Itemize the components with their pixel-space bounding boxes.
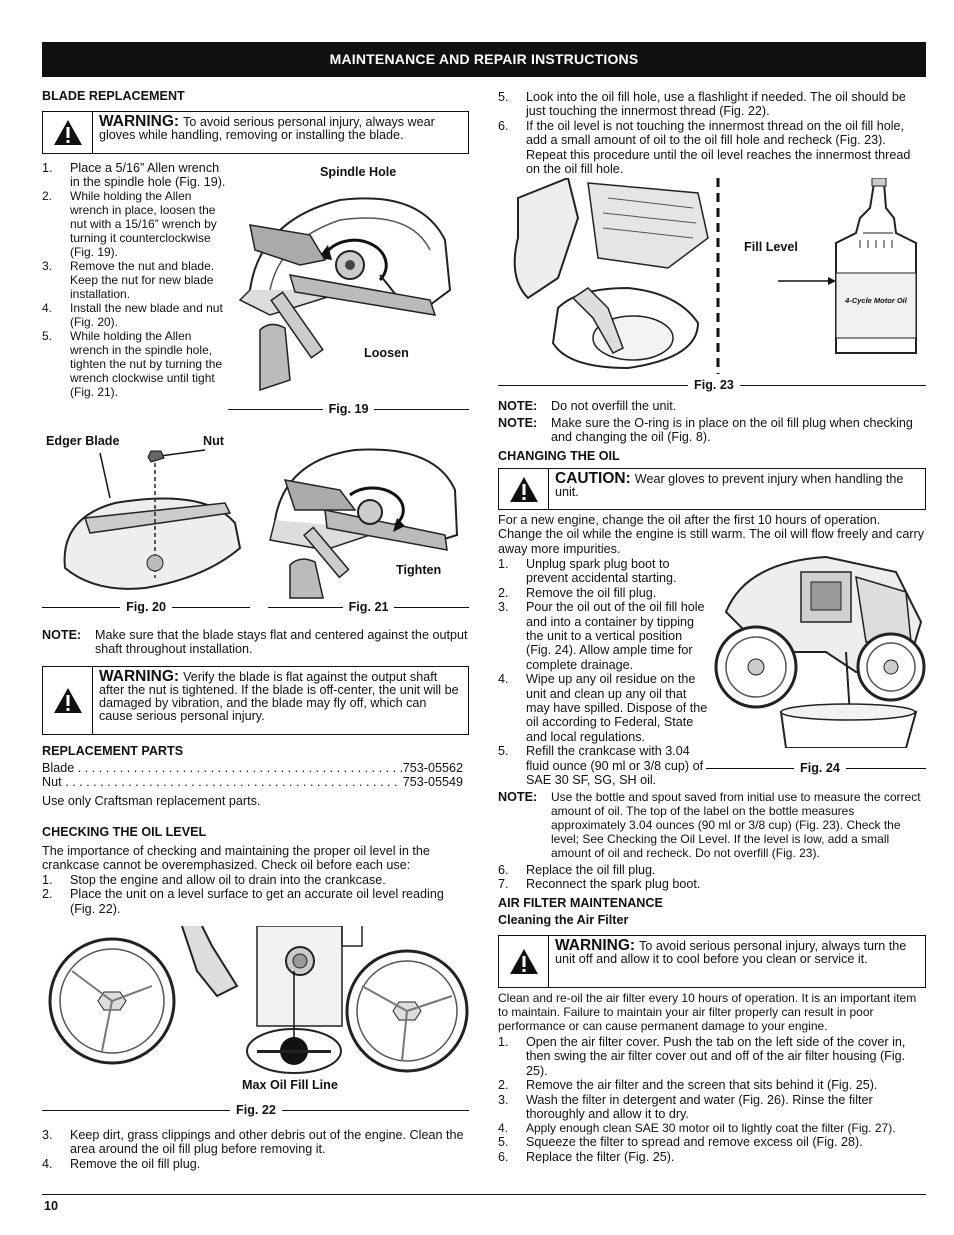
fig20-blade-illustration: [63, 449, 242, 590]
warning-icon: [43, 667, 93, 734]
oil-bottle-label: 4-Cycle Motor Oil: [845, 296, 907, 305]
warning-text: WARNING:To avoid serious personal injury…: [555, 937, 907, 966]
list-item: 3.Remove the nut and blade. Keep the nut…: [42, 259, 215, 301]
note-do-not-overfill: NOTE:Do not overfill the unit.: [498, 399, 677, 413]
footer-rule: [42, 1194, 926, 1195]
fig22-engine-illustration: [48, 926, 469, 1074]
max-oil-fill-label: Max Oil Fill Line: [242, 1078, 338, 1092]
warning-icon: [43, 112, 93, 153]
parts-list: Blade . . . . . . . . . . . . . . . . . …: [42, 761, 463, 790]
fig23-caption-row: Fig. 23: [498, 378, 926, 392]
list-item: 5.Look into the oil fill hole, use a fla…: [498, 90, 906, 119]
list-item: 6.If the oil level is not touching the i…: [498, 118, 911, 177]
blade-steps-list: 1.Place a 5/16” Allen wrench in the spin…: [42, 161, 232, 399]
warning-box-air-filter: WARNING:To avoid serious personal injury…: [498, 935, 926, 988]
list-item: 2.Remove the air filter and the screen t…: [498, 1078, 878, 1093]
note-bottle-measure: NOTE:Use the bottle and spout saved from…: [498, 790, 921, 860]
list-item: 1.Open the air filter cover. Push the ta…: [498, 1035, 906, 1078]
list-item: 4.Apply enough clean SAE 30 motor oil to…: [498, 1121, 896, 1136]
oil-steps-list-b: 3.Keep dirt, grass clippings and other d…: [42, 1128, 469, 1171]
change-oil-intro: For a new engine, change the oil after t…: [498, 513, 925, 556]
nut-label: Nut: [203, 434, 224, 448]
fig21-caption-row: Fig. 21: [268, 600, 470, 614]
changing-oil-heading: CHANGING THE OIL: [498, 449, 620, 463]
fig24-drain-oil-illustration: [714, 555, 926, 748]
note-blade-centered: NOTE:Make sure that the blade stays flat…: [42, 628, 468, 657]
change-oil-steps-b: 6.Replace the oil fill plug. 7.Reconnect…: [498, 863, 926, 892]
list-item: 3.Wash the filter in detergent and water…: [498, 1092, 873, 1122]
warning-box-blade: WARNING:To avoid serious personal injury…: [42, 111, 469, 154]
list-item: 1.Place a 5/16” Allen wrench in the spin…: [42, 161, 226, 189]
fig23-caption: Fig. 23: [694, 378, 734, 392]
fig19-caption-row: Fig. 19: [228, 402, 470, 416]
air-filter-heading: AIR FILTER MAINTENANCE: [498, 896, 663, 910]
caution-text: CAUTION:Wear gloves to prevent injury wh…: [555, 470, 904, 499]
list-item: 1.Unplug spark plug boot to prevent acci…: [498, 557, 677, 586]
list-item: Blade . . . . . . . . . . . . . . . . . …: [42, 761, 463, 775]
list-item: 6.Replace the oil fill plug.: [498, 863, 656, 877]
list-item: 4.Wipe up any oil residue on the unit an…: [498, 672, 708, 744]
list-item: 3.Pour the oil out of the oil fill hole …: [498, 600, 705, 672]
note-o-ring: NOTE:Make sure the O-ring is in place on…: [498, 416, 913, 445]
fig20-caption: Fig. 20: [126, 600, 166, 614]
fig24-caption: Fig. 24: [800, 761, 840, 775]
list-item: 4.Remove the oil fill plug.: [42, 1156, 201, 1171]
fig23-oil-fill-illustration: [513, 178, 917, 374]
list-item: 5.Squeeze the filter to spread and remov…: [498, 1135, 863, 1150]
fill-level-label: Fill Level: [744, 240, 798, 254]
list-item: 3.Keep dirt, grass clippings and other d…: [42, 1128, 464, 1157]
warning-icon: [499, 469, 549, 509]
parts-note: Use only Craftsman replacement parts.: [42, 794, 261, 808]
warning-box-verify: WARNING:Verify the blade is flat against…: [42, 666, 469, 735]
fig21-blade-illustration: [269, 448, 459, 599]
fig22-caption-row: Fig. 22: [42, 1103, 469, 1117]
oil-steps-list-c: 5.Look into the oil fill hole, use a fla…: [498, 90, 926, 176]
change-oil-steps: 1.Unplug spark plug boot to prevent acci…: [498, 557, 708, 788]
list-item: 2.Place the unit on a level surface to g…: [42, 887, 444, 916]
list-item: 2.Remove the oil fill plug.: [498, 585, 657, 600]
page-number: 10: [44, 1199, 59, 1213]
fig19-blade-illustration: [238, 197, 452, 392]
oil-steps-list: 1.Stop the engine and allow oil to drain…: [42, 873, 469, 916]
air-filter-subheading: Cleaning the Air Filter: [498, 913, 629, 927]
tighten-label: Tighten: [396, 563, 442, 577]
blade-replacement-heading: BLADE REPLACEMENT: [42, 89, 185, 103]
caution-box: CAUTION:Wear gloves to prevent injury wh…: [498, 468, 926, 510]
replacement-parts-heading: REPLACEMENT PARTS: [42, 744, 184, 758]
fig19-caption: Fig. 19: [328, 402, 369, 416]
warning-text: WARNING:Verify the blade is flat against…: [99, 668, 459, 723]
list-item: 5.While holding the Allen wrench in the …: [42, 329, 223, 399]
fig24-caption-row: Fig. 24: [706, 761, 926, 775]
list-item: 1.Stop the engine and allow oil to drain…: [42, 873, 386, 887]
checking-oil-heading: CHECKING THE OIL LEVEL: [42, 825, 207, 839]
air-filter-steps: 1.Open the air filter cover. Push the ta…: [498, 1035, 926, 1164]
oil-intro: The importance of checking and maintaini…: [42, 844, 430, 873]
section-header-bar: MAINTENANCE AND REPAIR INSTRUCTIONS: [42, 42, 926, 77]
list-item: 2.While holding the Allen wrench in plac…: [42, 189, 217, 259]
list-item: 6.Replace the filter (Fig. 25).: [498, 1149, 675, 1164]
spindle-hole-label: Spindle Hole: [320, 165, 397, 179]
warning-icon: [499, 936, 549, 987]
fig20-caption-row: Fig. 20: [42, 600, 251, 614]
list-item: 7.Reconnect the spark plug boot.: [498, 877, 701, 892]
list-item: Nut . . . . . . . . . . . . . . . . . . …: [42, 775, 463, 790]
warning-text: WARNING:To avoid serious personal injury…: [99, 113, 435, 142]
fig22-caption: Fig. 22: [236, 1103, 276, 1117]
loosen-label: Loosen: [364, 346, 409, 360]
list-item: 4.Install the new blade and nut (Fig. 20…: [42, 301, 223, 329]
edger-blade-label: Edger Blade: [46, 434, 120, 448]
list-item: 5.Refill the crankcase with 3.04 fluid o…: [498, 744, 704, 788]
fig21-caption: Fig. 21: [348, 600, 389, 614]
section-title: MAINTENANCE AND REPAIR INSTRUCTIONS: [329, 51, 639, 68]
air-filter-intro: Clean and re-oil the air filter every 10…: [498, 991, 917, 1033]
